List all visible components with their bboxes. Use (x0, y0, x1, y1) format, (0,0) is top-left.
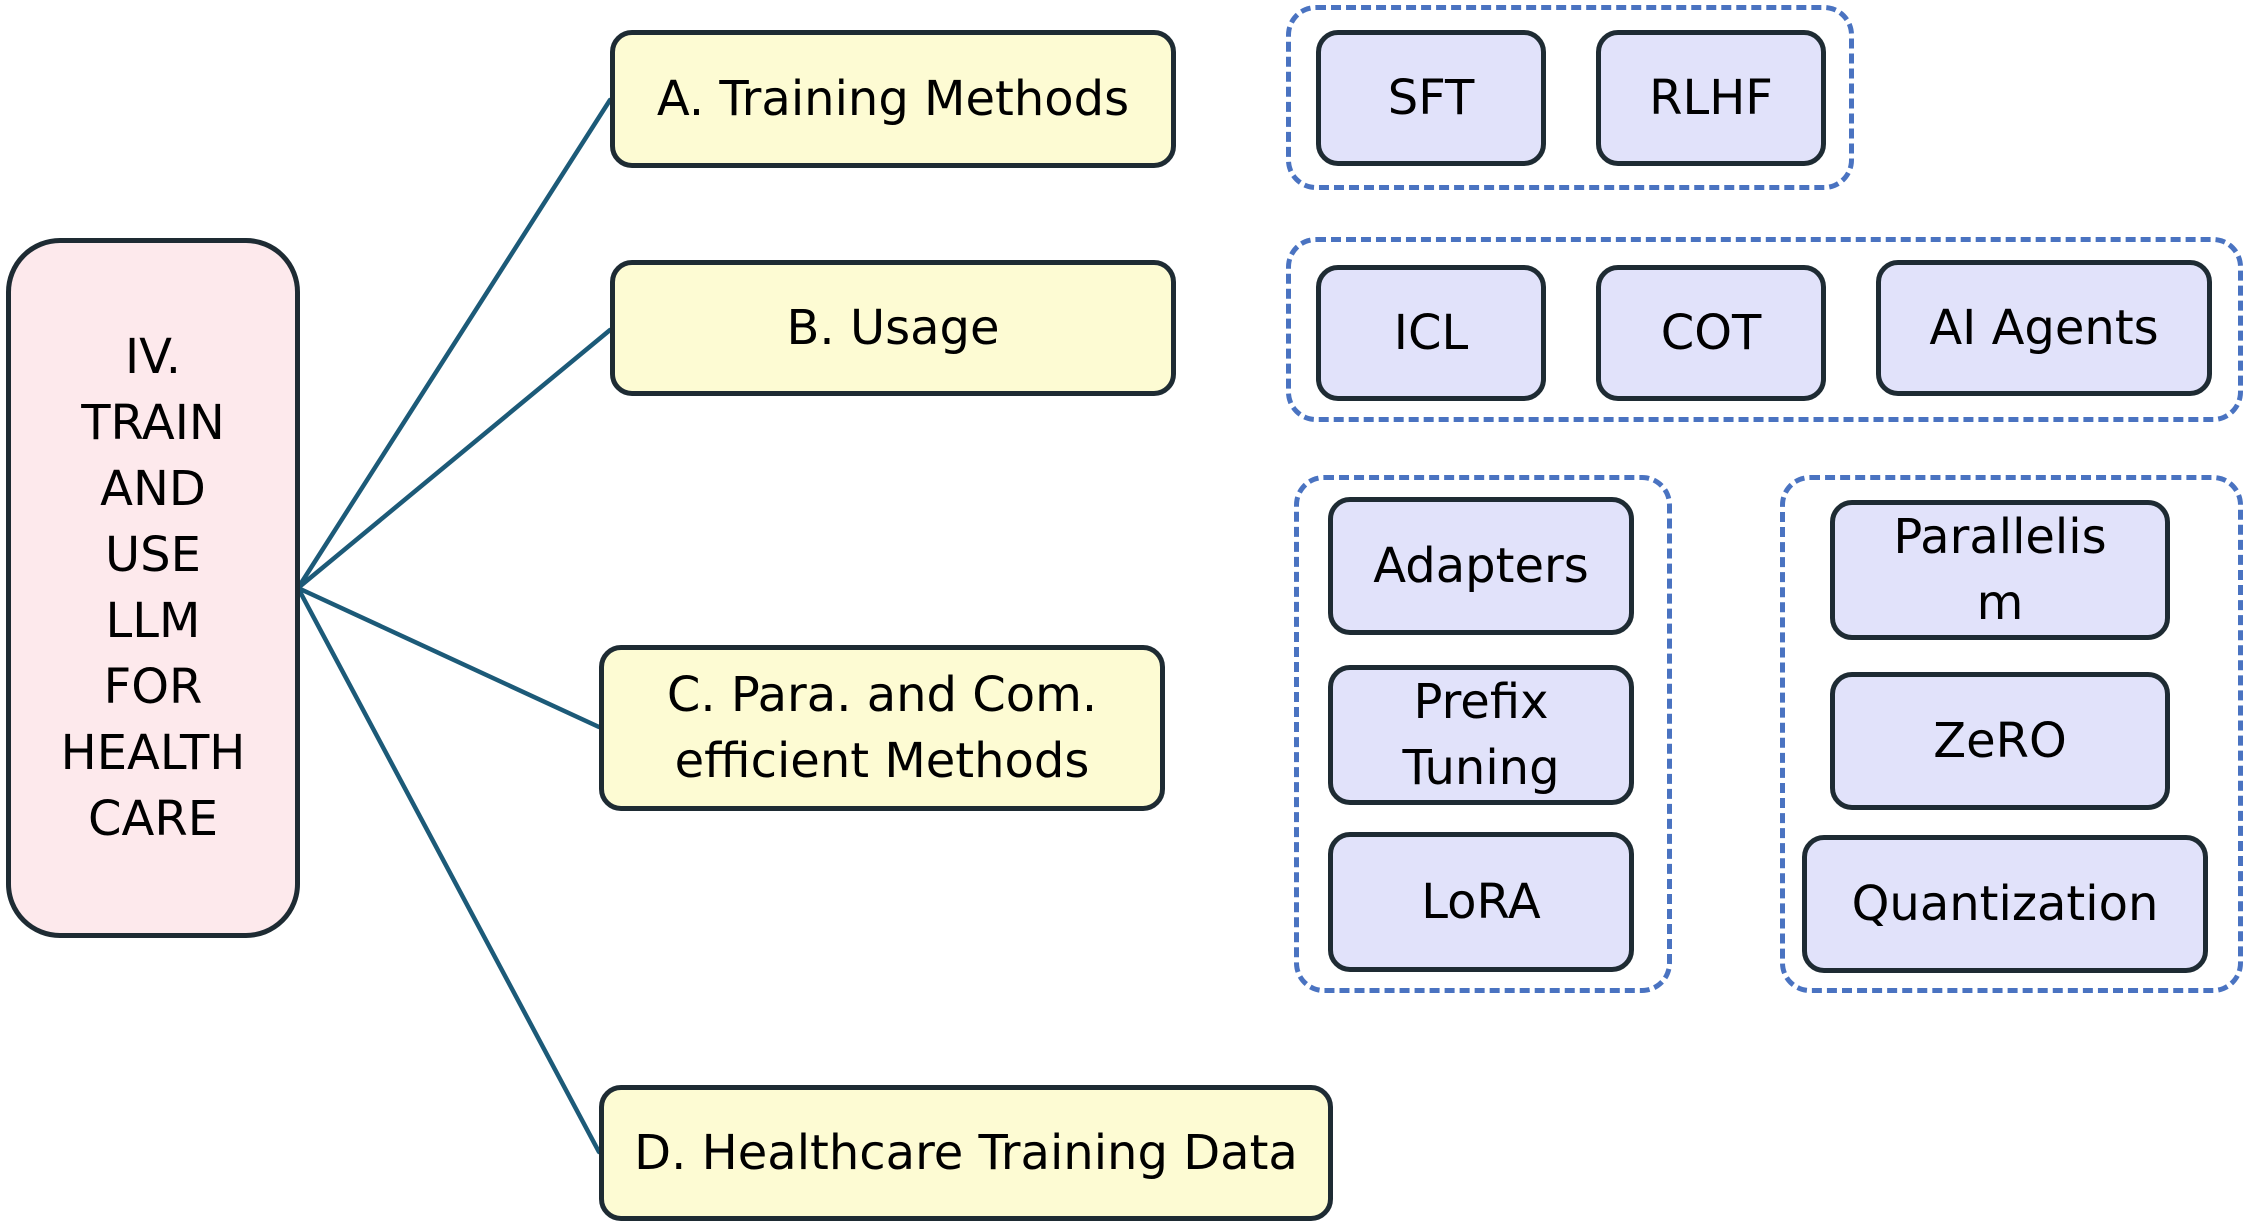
leaf-label: ZeRO (1933, 713, 2067, 769)
connector-to-efficient-methods (295, 585, 602, 730)
leaf-label: m (1976, 575, 2024, 631)
group-parameter-efficient (1294, 475, 1672, 993)
leaf-zero: ZeRO (1830, 672, 2170, 810)
leaf-label: AI Agents (1929, 300, 2159, 356)
category-label: efficient Methods (674, 733, 1090, 789)
leaf-label: RLHF (1649, 70, 1773, 126)
leaf-label: Adapters (1373, 538, 1589, 594)
category-training-methods: A. Training Methods (610, 30, 1176, 168)
leaf-prefix-tuning: Prefix Tuning (1328, 665, 1634, 805)
category-efficient-methods: C. Para. and Com. efficient Methods (599, 645, 1165, 811)
leaf-lora: LoRA (1328, 832, 1634, 972)
category-label: A. Training Methods (656, 71, 1130, 127)
leaf-label: LoRA (1421, 874, 1541, 930)
connector-to-healthcare-data (295, 585, 602, 1155)
root-line: IV. (124, 329, 182, 385)
leaf-rlhf: RLHF (1596, 30, 1826, 166)
root-line: LLM (105, 593, 201, 649)
leaf-sft: SFT (1316, 30, 1546, 166)
root-line: FOR (103, 659, 203, 715)
connector-to-training-methods (295, 97, 613, 591)
root-line: USE (105, 527, 201, 583)
connector-to-usage (295, 327, 613, 591)
group-compute-efficient (1780, 475, 2243, 993)
category-healthcare-training-data: D. Healthcare Training Data (599, 1085, 1333, 1221)
category-usage: B. Usage (610, 260, 1176, 396)
leaf-cot: COT (1596, 265, 1826, 401)
leaf-label: SFT (1387, 70, 1475, 126)
root-line: HEALTH (60, 725, 246, 781)
leaf-label: Prefix (1413, 674, 1549, 730)
category-label: D. Healthcare Training Data (634, 1125, 1298, 1181)
root-line: CARE (87, 791, 219, 847)
group-training-methods (1286, 5, 1854, 190)
root-line: AND (100, 461, 206, 517)
leaf-parallelism: Parallelis m (1830, 500, 2170, 640)
category-label: C. Para. and Com. (666, 667, 1098, 723)
root-node: IV. TRAIN AND USE LLM FOR HEALTH CARE (6, 238, 300, 938)
leaf-label: Parallelis (1893, 509, 2107, 565)
leaf-quantization: Quantization (1802, 835, 2208, 973)
leaf-label: Tuning (1402, 740, 1560, 796)
leaf-ai-agents: AI Agents (1876, 260, 2212, 396)
leaf-icl: ICL (1316, 265, 1546, 401)
category-label: B. Usage (786, 300, 1000, 356)
leaf-label: ICL (1393, 305, 1469, 361)
leaf-label: Quantization (1851, 876, 2159, 932)
root-line: TRAIN (81, 395, 225, 451)
leaf-label: COT (1660, 305, 1762, 361)
leaf-adapters: Adapters (1328, 497, 1634, 635)
group-usage (1286, 237, 2243, 422)
